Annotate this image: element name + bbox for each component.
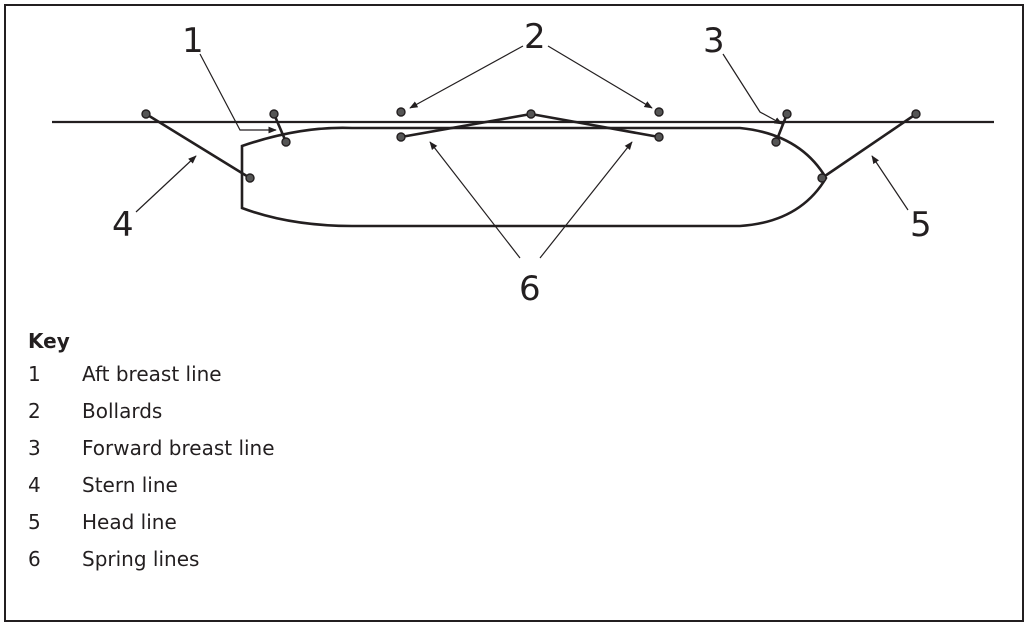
ship-hull — [240, 126, 828, 228]
leader-2-right — [547, 45, 653, 109]
spring-line-forward — [530, 112, 660, 139]
fairlead-dot — [281, 137, 291, 147]
key-item-label: Forward breast line — [82, 436, 275, 460]
fairlead-dot — [396, 132, 406, 142]
key-item-label: Stern line — [82, 473, 178, 497]
leader-6-left — [429, 141, 521, 259]
key-item-number: 6 — [28, 547, 41, 571]
fairlead-dot — [771, 137, 781, 147]
key-item: 3 Forward breast line — [28, 430, 275, 467]
leader-4 — [135, 155, 197, 213]
stern-line — [145, 112, 251, 180]
bollard-dot — [141, 109, 151, 119]
leader-5 — [871, 155, 909, 211]
key-item-label: Bollards — [82, 399, 163, 423]
callout-6: 6 — [519, 269, 541, 309]
mooring-diagram: 1 2 3 4 5 6 — [52, 17, 994, 309]
callout-5: 5 — [910, 205, 932, 245]
key-item-number: 5 — [28, 510, 41, 534]
key-item-label: Aft breast line — [82, 362, 222, 386]
key-item-number: 3 — [28, 436, 41, 460]
spring-line-aft — [400, 112, 532, 139]
callout-4: 4 — [112, 205, 134, 245]
bollard-dot — [782, 109, 792, 119]
bollard-dot — [269, 109, 279, 119]
leader-3 — [722, 53, 783, 125]
key-item: 2 Bollards — [28, 393, 275, 430]
callout-3: 3 — [703, 21, 725, 61]
key-item: 5 Head line — [28, 504, 275, 541]
callout-1: 1 — [182, 21, 204, 61]
leader-1 — [199, 53, 277, 134]
leader-6-right — [539, 141, 633, 259]
key-item: 6 Spring lines — [28, 541, 275, 578]
bollard-dot — [396, 107, 406, 117]
key-item-number: 4 — [28, 473, 41, 497]
figure-frame — [4, 4, 1024, 622]
key-item-number: 1 — [28, 362, 41, 386]
bollard-dot — [654, 107, 664, 117]
key-item-number: 2 — [28, 399, 41, 423]
fairlead-dot — [245, 173, 255, 183]
leader-2-left — [409, 45, 524, 109]
head-line — [821, 112, 917, 180]
key-item-label: Spring lines — [82, 547, 200, 571]
fairlead-dot — [654, 132, 664, 142]
callout-2: 2 — [524, 17, 546, 57]
key-item: 4 Stern line — [28, 467, 275, 504]
ship-fairleads — [245, 132, 827, 183]
bollard-dot — [526, 109, 536, 119]
fairlead-dot — [817, 173, 827, 183]
bollard-dot — [911, 109, 921, 119]
aft-breast-line — [272, 113, 288, 143]
key-title: Key — [28, 329, 70, 353]
key-section: Key 1 Aft breast line 2 Bollards 3 Forwa… — [28, 326, 275, 578]
key-item: 1 Aft breast line — [28, 356, 275, 393]
forward-breast-line — [774, 113, 789, 143]
bollards — [141, 107, 921, 119]
key-item-label: Head line — [82, 510, 177, 534]
